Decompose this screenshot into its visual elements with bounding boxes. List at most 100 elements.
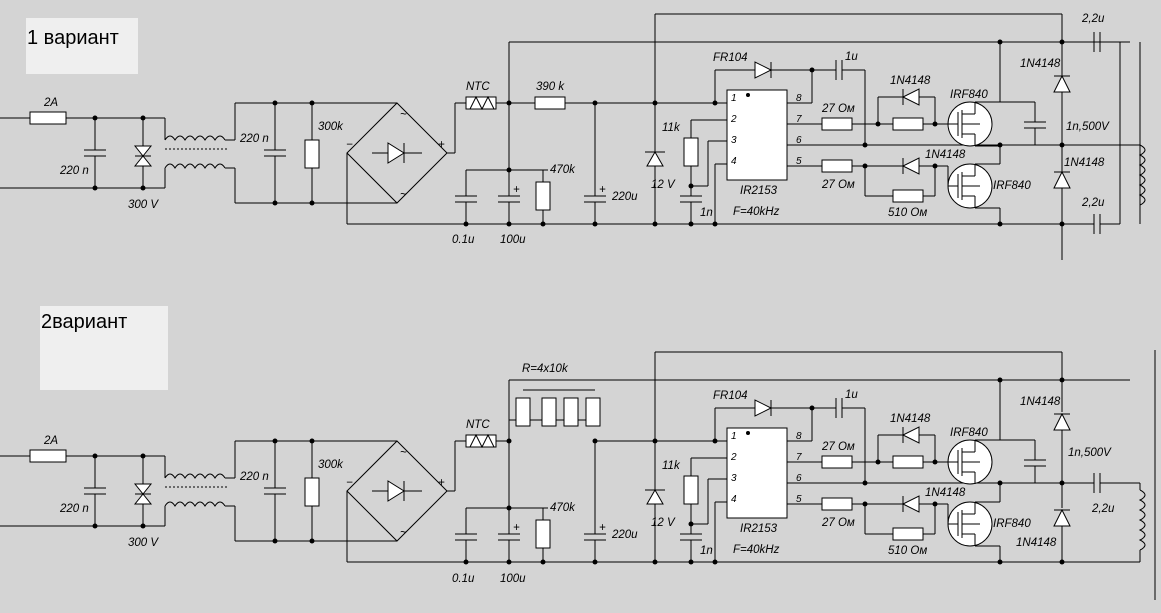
- svg-text:6: 6: [796, 135, 802, 146]
- svg-text:1: 1: [731, 431, 737, 442]
- fuse-label: 2A: [43, 97, 58, 109]
- r27a-2: [821, 455, 853, 469]
- svg-text:3: 3: [731, 473, 737, 484]
- r470-label: 470k: [550, 164, 576, 176]
- r11k-label-2: 11k: [662, 460, 681, 472]
- c100-label: 100u: [500, 234, 526, 246]
- ntc-label-2: NTC: [466, 419, 490, 431]
- c100-label-2: 100u: [500, 573, 526, 585]
- r470-label-2: 470k: [550, 502, 576, 514]
- r470: [535, 181, 551, 211]
- svg-text:+: +: [599, 184, 606, 196]
- r-4x10k-1: [515, 397, 531, 427]
- ic-ir2153-2: [726, 427, 788, 519]
- r-start-label: 390 k: [536, 81, 565, 93]
- variant-1-title-box: [26, 18, 138, 74]
- svg-text:4: 4: [731, 156, 737, 167]
- c-boot-label-2: 1u: [845, 389, 858, 401]
- bridge-rectifier: [346, 102, 448, 204]
- r-bleed: [304, 139, 320, 169]
- q2-label-2: IRF840: [993, 518, 1031, 530]
- r470-2: [535, 519, 551, 549]
- svg-text:8: 8: [796, 431, 802, 442]
- r-4x10k-2: [541, 397, 557, 427]
- ic-freq-label: F=40kHz: [733, 206, 780, 218]
- r11k: [683, 137, 699, 167]
- bridge-rectifier-2: [346, 440, 448, 542]
- variant-2-title: 2вариант: [41, 311, 127, 333]
- zener-label: 12 V: [651, 179, 676, 191]
- svg-text:5: 5: [796, 494, 802, 505]
- d3-label-2: 1N4148: [1020, 396, 1061, 408]
- r27a: [821, 117, 853, 131]
- zener-label-2: 12 V: [651, 517, 676, 529]
- d1-label-2: 1N4148: [890, 413, 931, 425]
- svg-text:~: ~: [400, 527, 407, 539]
- svg-text:+: +: [599, 522, 606, 534]
- q1-label-2: IRF840: [950, 427, 988, 439]
- r510-2: [892, 527, 924, 541]
- d4-label: 1N4148: [1064, 157, 1105, 169]
- q2-label: IRF840: [993, 180, 1031, 192]
- r-bleed-label-2: 300k: [318, 459, 344, 471]
- r27b-2: [821, 497, 853, 511]
- r-4x10k-3: [563, 397, 579, 427]
- ic-ir2153: [726, 89, 788, 181]
- r-4x10k-4: [585, 397, 601, 427]
- d2-label: 1N4148: [925, 149, 966, 161]
- q1-label: IRF840: [950, 89, 988, 101]
- c22a-label: 2,2u: [1081, 13, 1105, 25]
- variant-2-title-box: [40, 306, 168, 390]
- r11k-2: [683, 475, 699, 505]
- d3-label: 1N4148: [1020, 58, 1061, 70]
- ic-label: IR2153: [740, 185, 778, 197]
- ic-freq-label-2: F=40kHz: [733, 544, 780, 556]
- tvs-label: 300 V: [128, 199, 159, 211]
- svg-text:+: +: [438, 477, 445, 489]
- svg-text:+: +: [513, 184, 520, 196]
- r510-label: 510 Ом: [888, 207, 927, 219]
- svg-text:−: −: [346, 139, 353, 151]
- r-start: [534, 96, 566, 110]
- svg-text:8: 8: [796, 93, 802, 104]
- r27a-label: 27 Ом: [821, 103, 855, 115]
- variant-1-schematic: 1 вариант 2A 220 n 300 V 220 n: [0, 13, 1146, 260]
- svg-text:1: 1: [731, 93, 737, 104]
- fuse: [29, 111, 67, 125]
- svg-text:−: −: [346, 477, 353, 489]
- svg-text:~: ~: [400, 189, 407, 201]
- d1-label: 1N4148: [890, 75, 931, 87]
- c22b-label: 2,2u: [1081, 197, 1105, 209]
- cap-filter-label: 220 n: [239, 133, 269, 145]
- svg-text:+: +: [438, 139, 445, 151]
- svg-text:6: 6: [796, 473, 802, 484]
- cap-in-label: 220 n: [59, 165, 89, 177]
- r-gate-a-2: [892, 455, 924, 469]
- r-gate-a: [892, 117, 924, 131]
- r-start-label-2: R=4x10k: [522, 363, 569, 375]
- svg-text:3: 3: [731, 135, 737, 146]
- c22a-label-2: 2,2u: [1091, 503, 1115, 515]
- svg-text:5: 5: [796, 156, 802, 167]
- variant-1-title: 1 вариант: [27, 27, 119, 49]
- svg-text:7: 7: [796, 452, 802, 463]
- c-snub-label: 1n,500V: [1066, 121, 1110, 133]
- diode-fr-label-2: FR104: [713, 390, 748, 402]
- svg-text:+: +: [513, 522, 520, 534]
- r510-label-2: 510 Ом: [888, 545, 927, 557]
- d2-label-2: 1N4148: [925, 487, 966, 499]
- r-bleed-2: [304, 477, 320, 507]
- cap-in-label-2: 220 n: [59, 503, 89, 515]
- ntc-label: NTC: [466, 81, 490, 93]
- c1n-label-2: 1n: [700, 545, 713, 557]
- r27b-label: 27 Ом: [821, 179, 855, 191]
- svg-text:7: 7: [796, 114, 802, 125]
- diode-fr-label: FR104: [713, 52, 748, 64]
- d4-label-2: 1N4148: [1016, 537, 1057, 549]
- ic-label-2: IR2153: [740, 523, 778, 535]
- fuse-label-2: 2A: [43, 435, 58, 447]
- c220-label-2: 220u: [611, 529, 638, 541]
- r510: [892, 189, 924, 203]
- c220-label: 220u: [611, 191, 638, 203]
- svg-text:~: ~: [400, 447, 407, 459]
